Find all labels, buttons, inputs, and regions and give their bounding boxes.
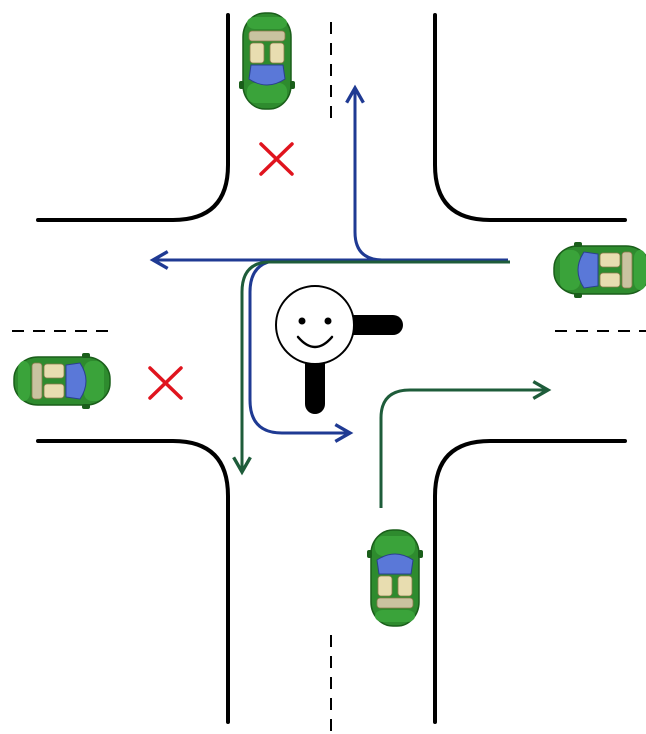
officer-eye-right bbox=[324, 317, 332, 325]
red-cross-icon bbox=[259, 142, 294, 176]
road-edge-se bbox=[433, 439, 627, 724]
lane-dividers bbox=[12, 22, 646, 734]
car-top-view-icon bbox=[13, 352, 111, 410]
car-west bbox=[13, 352, 111, 410]
officer-face bbox=[275, 285, 355, 365]
route-green-right-turn bbox=[379, 380, 552, 508]
road-edge-nw bbox=[36, 13, 230, 222]
car-top-view-icon bbox=[366, 529, 424, 627]
routes bbox=[149, 84, 552, 508]
officer-smile bbox=[296, 335, 334, 349]
car-top-view-icon bbox=[553, 241, 646, 299]
road-edge-sw bbox=[36, 439, 230, 724]
car-south bbox=[366, 529, 424, 627]
officer-eye-left bbox=[298, 317, 306, 325]
car-east bbox=[553, 241, 646, 299]
route-green-left-turn bbox=[232, 260, 510, 476]
car-north bbox=[238, 12, 296, 110]
car-top-view-icon bbox=[238, 12, 296, 110]
road-edge-ne bbox=[433, 13, 627, 222]
road-edges bbox=[36, 13, 627, 724]
red-cross-icon bbox=[148, 366, 183, 400]
traffic-officer-smiley-icon bbox=[275, 285, 403, 414]
route-blue-right-turn bbox=[345, 84, 508, 262]
